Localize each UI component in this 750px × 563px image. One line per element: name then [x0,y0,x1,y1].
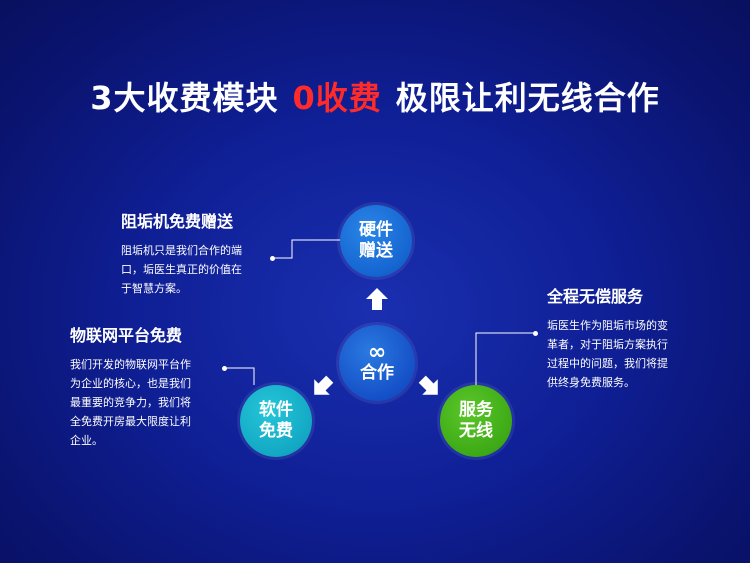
software-circle-line-1: 软件 [259,400,293,420]
hardware-circle-line-1: 硬件 [359,220,393,240]
headline-part-1: 3大收费模块 [90,79,279,117]
software-desc-line: 最重要的竞争力，我们将 [70,396,191,409]
software-connector [224,367,255,385]
software-circle-line-2: 免费 [259,421,293,441]
service-block-description: 垢医生作为阻垢市场的变 革者，对于阻垢方案执行 过程中的问题，我们将提 供终身免… [547,316,668,392]
service-block-title: 全程无偿服务 [547,287,644,306]
software-desc-line: 我们开发的物联网平台作 [70,358,191,371]
service-circle: 服务 无线 [440,385,512,457]
arrow-down-right-icon [418,375,438,395]
hardware-block: 阻垢机免费赠送 阻垢机只是我们合作的端 口，垢医生真正的价值在 于智慧方案。 [121,212,242,298]
software-block-description: 我们开发的物联网平台作 为企业的核心，也是我们 最重要的竞争力，我们将 全免费开… [70,355,191,450]
hardware-connector [272,239,340,259]
software-desc-line: 全免费开房最大限度让利 [70,415,191,428]
software-connector-dot [222,366,227,371]
hardware-circle-line-2: 赠送 [359,241,393,261]
infinity-icon: ∞ [367,339,387,365]
center-circle: ∞ 合作 [339,325,415,401]
hardware-block-title: 阻垢机免费赠送 [121,212,234,231]
arrow-down-left-icon [314,375,334,395]
service-desc-line: 垢医生作为阻垢市场的变 [547,319,668,332]
service-connector [475,332,535,385]
service-desc-line: 供终身免费服务。 [547,376,635,389]
service-connector-dot [533,331,538,336]
software-circle: 软件 免费 [240,385,312,457]
service-desc-line: 过程中的问题，我们将提 [547,357,668,370]
service-circle-line-1: 服务 [459,400,493,420]
software-block-title: 物联网平台免费 [70,326,183,345]
center-circle-label: 合作 [360,362,394,383]
arrow-up-icon [366,288,388,310]
hardware-circle: 硬件 赠送 [340,205,412,277]
slide-headline: 3大收费模块 0收费极限让利无线合作 [0,78,750,118]
software-desc-line: 为企业的核心，也是我们 [70,377,191,390]
hardware-desc-line: 于智慧方案。 [121,282,187,295]
service-block: 全程无偿服务 垢医生作为阻垢市场的变 革者，对于阻垢方案执行 过程中的问题，我们… [547,287,668,392]
service-desc-line: 革者，对于阻垢方案执行 [547,338,668,351]
hardware-connector-dot [270,256,275,261]
headline-highlight: 0收费 [292,79,382,117]
headline-part-2: 极限让利无线合作 [395,79,660,117]
hardware-desc-line: 阻垢机只是我们合作的端 [121,244,242,257]
hardware-desc-line: 口，垢医生真正的价值在 [121,263,242,276]
hardware-block-description: 阻垢机只是我们合作的端 口，垢医生真正的价值在 于智慧方案。 [121,241,242,298]
software-block: 物联网平台免费 我们开发的物联网平台作 为企业的核心，也是我们 最重要的竞争力，… [70,326,191,450]
software-desc-line: 企业。 [70,434,103,447]
service-circle-line-2: 无线 [459,421,493,441]
